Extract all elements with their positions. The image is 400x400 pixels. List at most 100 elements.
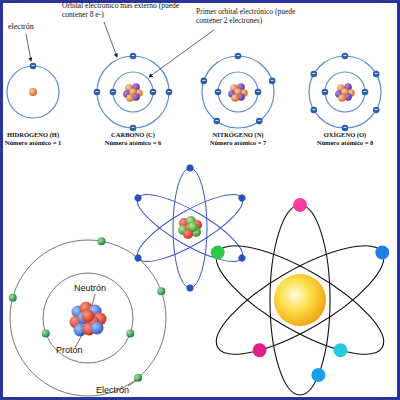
inner-orbit — [325, 72, 365, 112]
hydrogen-atom — [7, 63, 59, 118]
electron — [187, 165, 194, 172]
outer-orbit — [309, 56, 381, 128]
inner-orbit — [113, 72, 153, 112]
neutron — [91, 322, 104, 335]
orbit — [173, 168, 207, 288]
electron — [373, 71, 380, 78]
orbit — [270, 205, 330, 395]
orbit-group — [203, 223, 400, 374]
leader-line — [104, 22, 117, 57]
orbit — [130, 183, 251, 272]
electron — [311, 107, 318, 114]
element-name: CARBONO (C) — [88, 131, 178, 138]
atomic-number: Número atómico = 7 — [193, 139, 283, 146]
outer-orbit — [97, 56, 169, 128]
electron — [133, 193, 143, 203]
electron — [235, 53, 242, 60]
electron — [133, 253, 143, 263]
electron — [157, 287, 165, 295]
electron — [166, 89, 173, 96]
electron — [311, 71, 318, 78]
nitrogen-atom — [201, 53, 276, 128]
orbit-group — [197, 223, 398, 374]
inner-orbit — [218, 72, 258, 112]
orbit-note: Orbital electrónico más externo (puede c… — [62, 2, 182, 19]
electron — [130, 125, 137, 132]
nucleon — [29, 88, 37, 96]
outer-orbit — [10, 240, 166, 396]
orbit — [130, 183, 251, 272]
leader-line — [76, 333, 83, 346]
electron — [269, 78, 276, 85]
electron — [94, 89, 101, 96]
electron — [42, 329, 50, 337]
leader-line — [26, 34, 31, 61]
element-name: HIDRÓGENO (H) — [0, 131, 66, 138]
electron — [110, 89, 117, 96]
electron — [311, 368, 325, 382]
electron — [215, 89, 222, 96]
part-label: Electrón — [96, 385, 156, 395]
electron — [201, 78, 208, 85]
electron — [250, 341, 269, 360]
neutron — [188, 222, 198, 232]
colour-atom — [197, 198, 400, 395]
part-label: Neutrón — [74, 283, 124, 293]
electron — [237, 193, 247, 203]
carbon-atom — [94, 53, 173, 132]
orbit — [203, 227, 398, 374]
electron — [342, 53, 349, 60]
electron — [126, 329, 134, 337]
electron — [9, 294, 17, 302]
electron — [130, 53, 137, 60]
atomic-number: Número atómico = 1 — [0, 139, 66, 146]
orbit-group — [127, 182, 254, 275]
electron — [293, 198, 307, 212]
electron — [362, 89, 369, 96]
orbit-group — [127, 182, 254, 275]
nucleus — [274, 274, 326, 326]
electron — [342, 125, 349, 132]
element-name: OXÍGENO (O) — [300, 131, 390, 138]
leader-line — [128, 381, 136, 386]
atomic-number: Número atómico = 6 — [88, 139, 178, 146]
electron — [30, 63, 37, 70]
electron — [98, 237, 106, 245]
electron — [373, 107, 380, 114]
leader-line — [149, 30, 214, 77]
orbital-atom — [127, 165, 254, 292]
orbit — [203, 227, 398, 374]
nucleus — [70, 302, 107, 337]
element-name: NITRÓGENO (N) — [193, 131, 283, 138]
electron — [255, 89, 262, 96]
orbit-group — [270, 198, 330, 395]
nucleus — [178, 216, 202, 239]
electron — [256, 118, 263, 125]
orbit-group — [173, 165, 207, 292]
proton — [82, 310, 95, 323]
atomic-number: Número atómico = 8 — [300, 139, 390, 146]
orbit-note: Primer orbital electrónico (puede conten… — [196, 8, 306, 25]
electron — [214, 118, 221, 125]
part-label: Protón — [56, 345, 106, 355]
electron — [208, 243, 227, 262]
leader-line — [92, 294, 95, 306]
nucleus — [228, 83, 248, 102]
electron-label: electrón — [8, 22, 52, 31]
electron — [331, 341, 350, 360]
orbit — [7, 66, 59, 118]
outer-orbit — [202, 56, 274, 128]
inner-orbit — [43, 273, 133, 363]
electron — [187, 285, 194, 292]
nucleus — [335, 83, 355, 102]
oxygen-atom — [309, 53, 381, 132]
electron — [237, 253, 247, 263]
electron — [150, 89, 157, 96]
nucleus — [123, 83, 143, 102]
electron — [134, 374, 142, 382]
electron — [322, 89, 329, 96]
electron — [373, 243, 392, 262]
